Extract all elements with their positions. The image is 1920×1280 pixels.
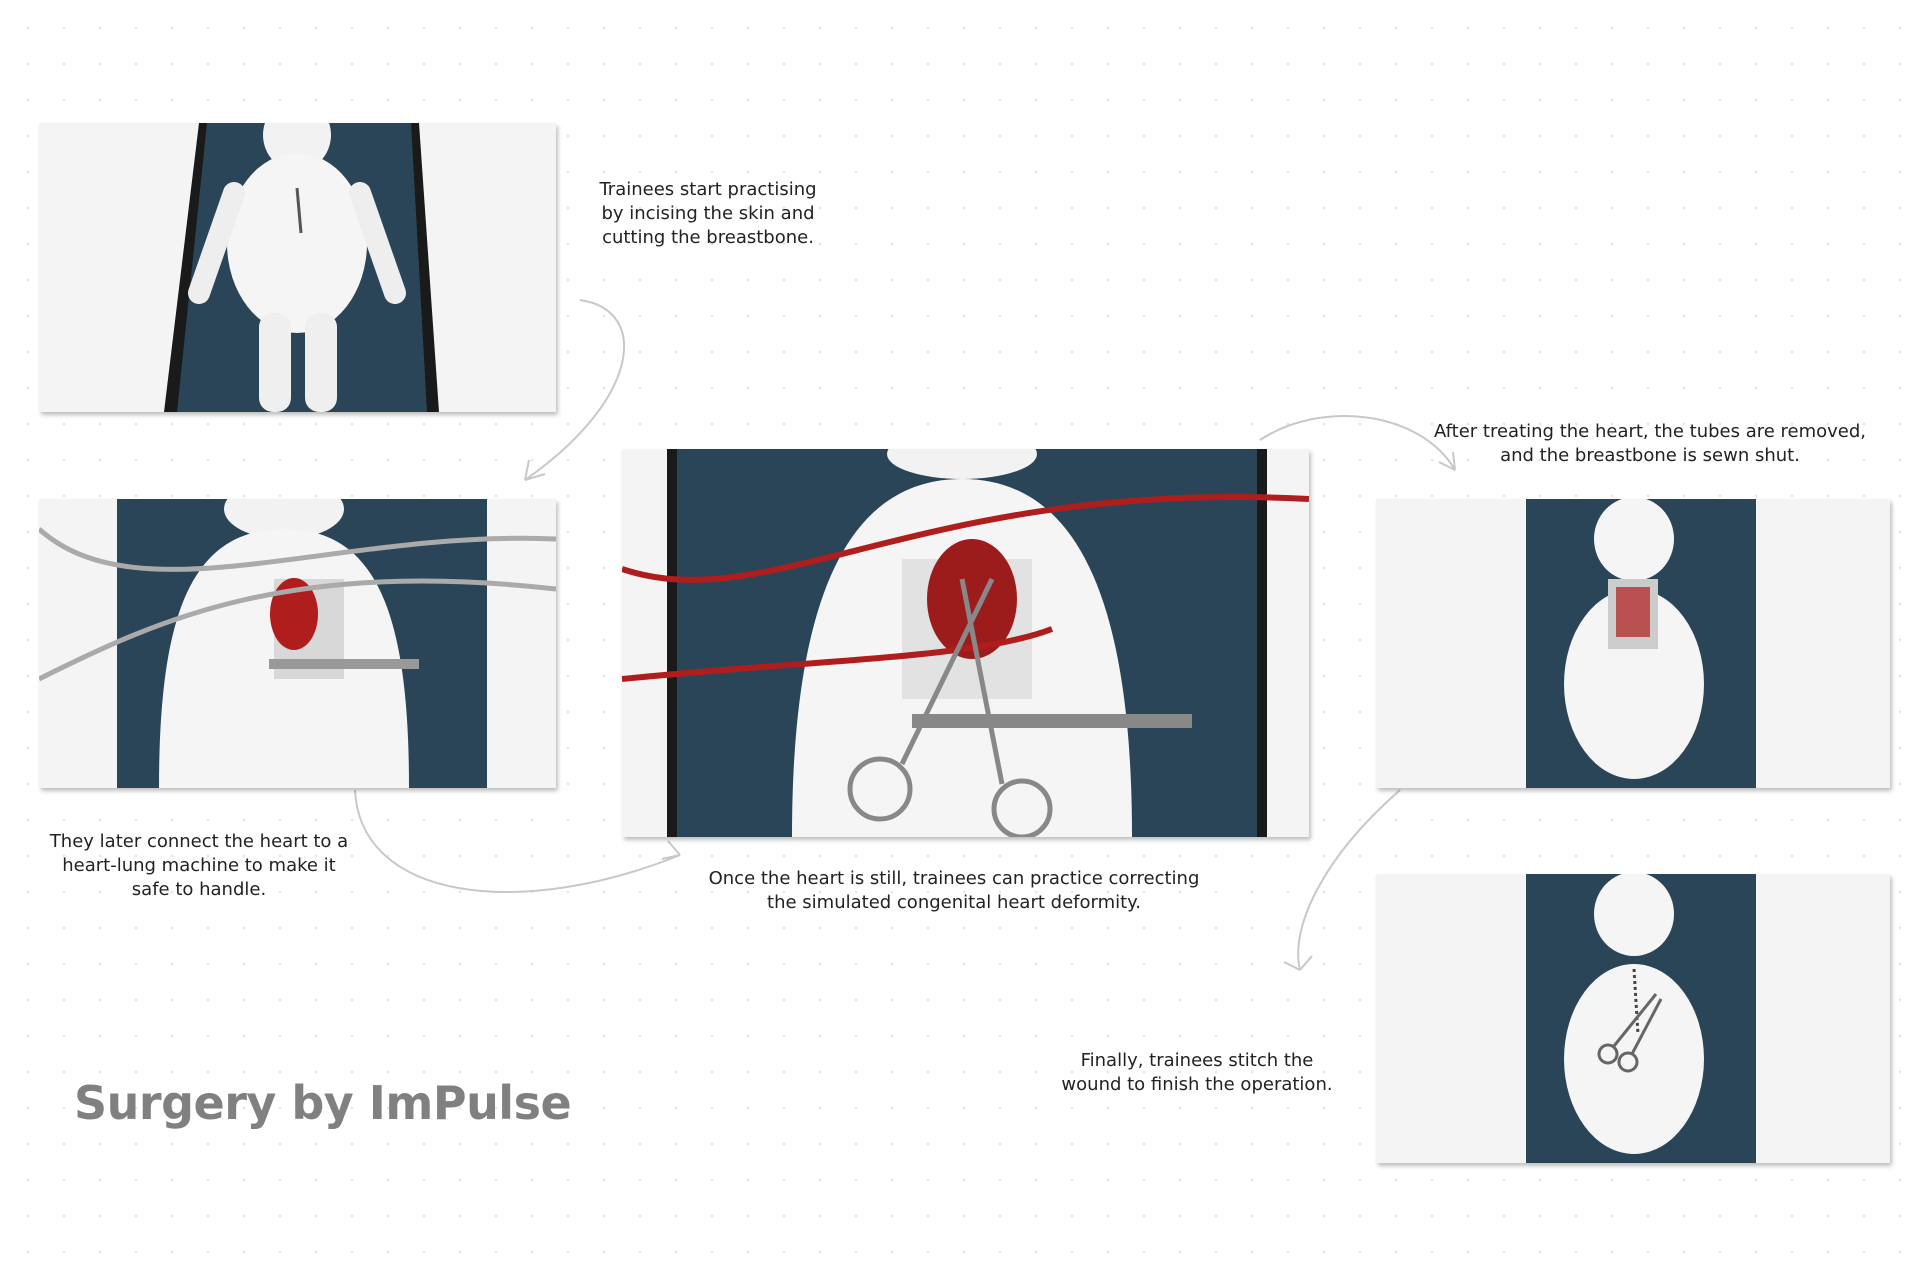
step2-image xyxy=(39,499,556,788)
step2-caption: They later connect the heart to a heart-… xyxy=(49,831,349,900)
step1-caption: Trainees start practising by incising th… xyxy=(599,179,817,248)
stitching-illustration xyxy=(1376,874,1890,1163)
baby-incision-illustration xyxy=(39,123,556,412)
step3-caption: Once the heart is still, trainees can pr… xyxy=(708,868,1200,913)
step5-image xyxy=(1376,874,1890,1163)
step3-image xyxy=(622,449,1309,837)
page-title: Surgery by ImPulse xyxy=(74,1076,572,1130)
heart-lung-connection-illustration xyxy=(39,499,556,788)
step4-caption: After treating the heart, the tubes are … xyxy=(1433,421,1867,466)
step4-image xyxy=(1376,499,1890,788)
heart-correction-illustration xyxy=(622,449,1309,837)
step1-image xyxy=(39,123,556,412)
breastbone-closure-illustration xyxy=(1376,499,1890,788)
step5-caption: Finally, trainees stitch the wound to fi… xyxy=(1061,1050,1333,1095)
